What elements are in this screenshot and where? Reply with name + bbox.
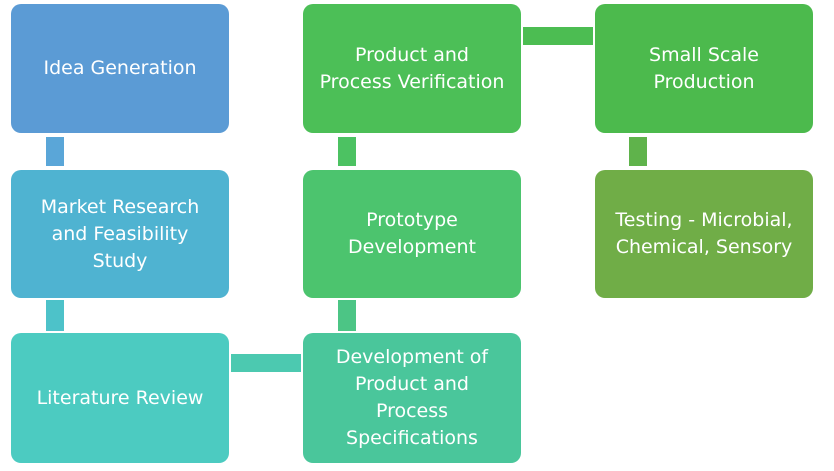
connector-small-scale-production-to-testing — [629, 137, 647, 166]
node-idea-generation: Idea Generation — [11, 4, 229, 133]
connector-verification-to-small-scale-production — [523, 27, 593, 45]
node-label: Literature Review — [36, 386, 204, 409]
node-market-research: Market Research and Feasibility Study — [11, 170, 229, 298]
node-label: Product and Process Verification — [319, 43, 505, 93]
connector-development-specs-to-prototype — [338, 300, 356, 331]
connector-literature-review-to-development-specs — [231, 354, 301, 372]
node-development-specifications: Development of Product and Process Speci… — [303, 333, 521, 463]
node-product-process-verification: Product and Process Verification — [303, 4, 521, 133]
node-label: Testing - Microbial, Chemical, Sensory — [615, 209, 793, 258]
node-label: Small Scale Production — [649, 43, 759, 93]
node-label: Prototype Development — [348, 209, 476, 258]
node-literature-review: Literature Review — [11, 333, 229, 463]
connector-prototype-to-verification — [338, 137, 356, 166]
node-label: Development of Product and Process Speci… — [335, 346, 489, 449]
node-label: Market Research and Feasibility Study — [40, 195, 200, 272]
node-small-scale-production: Small Scale Production — [595, 4, 813, 133]
node-prototype-development: Prototype Development — [303, 170, 521, 298]
node-label: Idea Generation — [43, 57, 197, 79]
node-testing: Testing - Microbial, Chemical, Sensory — [595, 170, 813, 298]
connector-market-research-to-literature-review — [46, 300, 64, 331]
connector-idea-to-market-research — [46, 137, 64, 166]
